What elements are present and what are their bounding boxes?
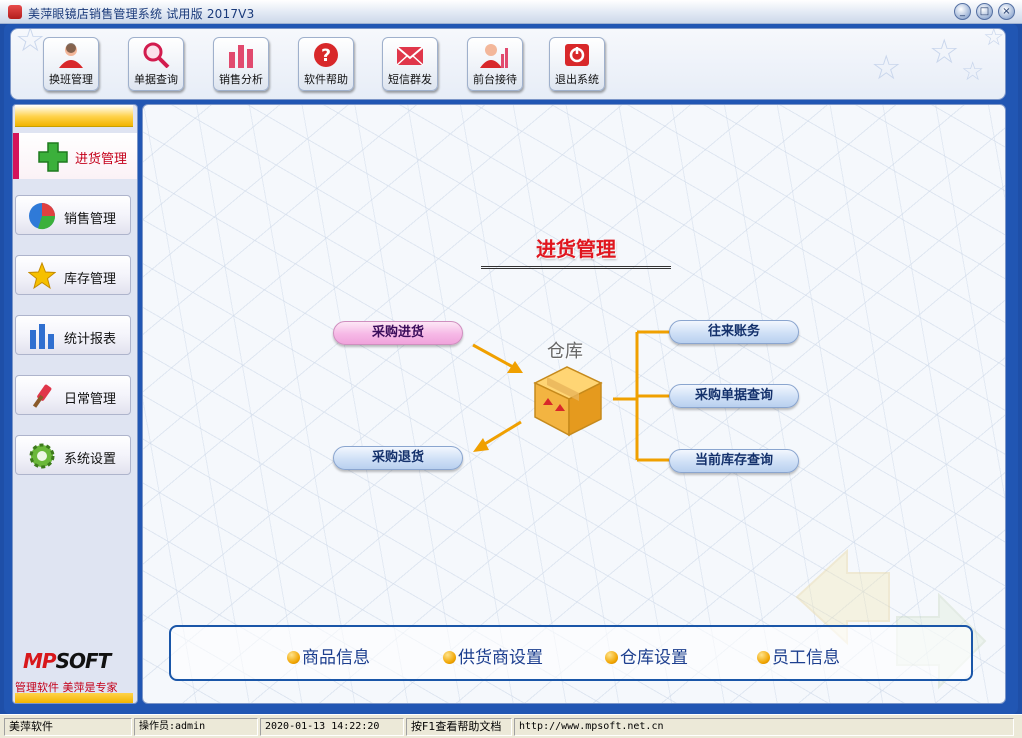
status-company: 美萍软件	[4, 718, 132, 736]
app-icon	[8, 5, 22, 19]
quick-links-bar: 商品信息 供货商设置 仓库设置 员工信息	[169, 625, 973, 681]
status-url: http://www.mpsoft.net.cn	[514, 718, 1014, 736]
employee-info-link[interactable]: 员工信息	[757, 643, 840, 668]
connector-bracket	[613, 330, 669, 462]
shift-change-button[interactable]: 换班管理	[43, 37, 99, 91]
status-datetime: 2020-01-13 14:22:20	[260, 718, 404, 736]
close-button[interactable]: ×	[998, 3, 1015, 20]
sms-broadcast-button[interactable]: 短信群发	[382, 37, 438, 91]
envelope-icon	[396, 46, 424, 66]
toolbar: ☆ ☆ ☆ ☆ ☆ 换班管理 单据查询 销售分析 ? 软件帮助 短信群发	[10, 28, 1006, 100]
gear-icon	[29, 443, 55, 469]
minimize-button[interactable]: _	[954, 3, 971, 20]
sidebar-item-daily-management[interactable]: 日常管理	[15, 375, 131, 415]
bullet-icon	[605, 651, 618, 664]
sales-analysis-button[interactable]: 销售分析	[213, 37, 269, 91]
sidebar: 进货管理 销售管理 库存管理 统计报表 日常管理 系统设置 MPSOFT 管理软…	[12, 104, 138, 704]
bullet-icon	[757, 651, 770, 664]
arrow-in-icon	[472, 343, 523, 373]
accounts-button[interactable]: 往来账务	[669, 320, 799, 344]
page-title: 进货管理	[536, 237, 616, 261]
warehouse-box-icon	[533, 366, 603, 437]
star-icon	[28, 262, 56, 290]
pie-chart-icon	[29, 203, 56, 230]
status-operator: 操作员:admin	[134, 718, 258, 736]
product-info-link[interactable]: 商品信息	[287, 643, 370, 668]
window-title: 美萍眼镜店销售管理系统 试用版 2017V3	[28, 7, 255, 21]
status-help-hint: 按F1查看帮助文档	[406, 718, 512, 736]
bullet-icon	[287, 651, 300, 664]
reception-icon	[480, 44, 508, 68]
purchase-in-button[interactable]: 采购进货	[333, 321, 463, 345]
warehouse-label: 仓库	[547, 341, 583, 362]
software-help-button[interactable]: ? 软件帮助	[298, 37, 354, 91]
main-panel: 进货管理 采购进货 采购退货 仓库 往来账务 采购单据查询 当前库存查询 商品信…	[142, 104, 1006, 704]
power-icon	[565, 44, 589, 66]
sidebar-item-sales-management[interactable]: 销售管理	[15, 195, 131, 235]
purchase-order-query-button[interactable]: 采购单据查询	[669, 384, 799, 408]
document-query-button[interactable]: 单据查询	[128, 37, 184, 91]
sidebar-item-purchase-management[interactable]: 进货管理	[13, 133, 137, 179]
bar-chart-icon	[229, 45, 253, 68]
bullet-icon	[443, 651, 456, 664]
flow-diagram	[472, 330, 987, 690]
svg-text:?: ?	[321, 46, 331, 66]
user-switch-icon	[59, 43, 83, 68]
sidebar-item-inventory-management[interactable]: 库存管理	[15, 255, 131, 295]
magnifier-icon	[143, 42, 170, 68]
star-decoration-icon: ☆	[929, 32, 960, 72]
title-bar: 美萍眼镜店销售管理系统 试用版 2017V3 _ □ ×	[0, 0, 1022, 24]
sidebar-item-statistics-report[interactable]: 统计报表	[15, 315, 131, 355]
plus-icon	[38, 142, 68, 172]
arrow-out-icon	[473, 420, 522, 452]
warehouse-settings-link[interactable]: 仓库设置	[605, 643, 688, 668]
star-decoration-icon: ☆	[871, 48, 902, 88]
current-stock-query-button[interactable]: 当前库存查询	[669, 449, 799, 473]
star-decoration-icon: ☆	[15, 28, 46, 60]
star-decoration-icon: ☆	[961, 57, 985, 87]
tools-icon	[32, 384, 52, 408]
sidebar-footer-bar	[15, 693, 133, 703]
mpsoft-logo: MPSOFT	[23, 649, 111, 673]
sidebar-slogan: 管理软件 美萍是专家	[15, 681, 118, 694]
supplier-settings-link[interactable]: 供货商设置	[443, 643, 543, 668]
star-decoration-icon: ☆	[983, 28, 1005, 51]
bar-chart-icon	[30, 324, 54, 349]
maximize-button[interactable]: □	[976, 3, 993, 20]
status-bar: 美萍软件 操作员:admin 2020-01-13 14:22:20 按F1查看…	[0, 714, 1022, 738]
help-icon: ?	[314, 43, 338, 67]
title-underline	[481, 266, 671, 269]
front-desk-button[interactable]: 前台接待	[467, 37, 523, 91]
sidebar-header-bar	[15, 105, 133, 127]
purchase-return-button[interactable]: 采购退货	[333, 446, 463, 470]
sidebar-item-system-settings[interactable]: 系统设置	[15, 435, 131, 475]
exit-system-button[interactable]: 退出系统	[549, 37, 605, 91]
